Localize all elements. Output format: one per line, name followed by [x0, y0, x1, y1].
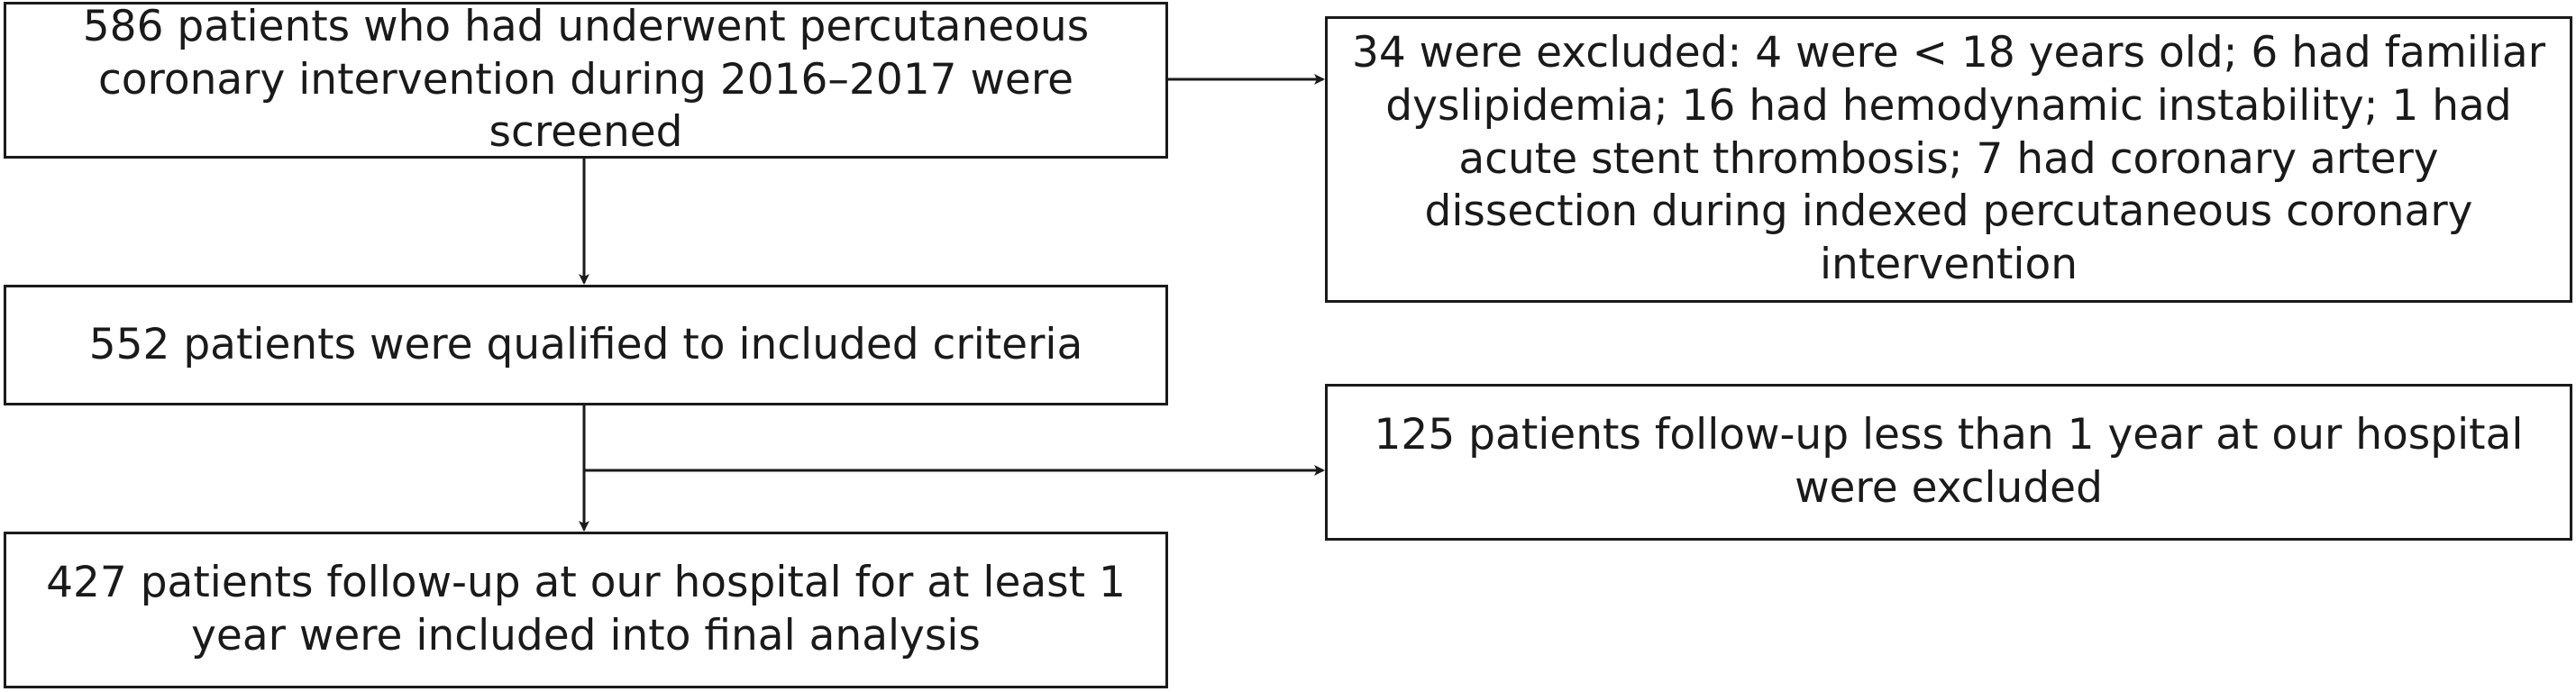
- excluded-criteria-box: 34 were excluded: 4 were < 18 years old;…: [1325, 16, 2572, 303]
- screened-box: 586 patients who had underwent percutane…: [4, 2, 1168, 159]
- qualified-text: 552 patients were qualified to included …: [88, 319, 1083, 369]
- final-analysis-text: 427 patients follow-up at our hospital f…: [46, 558, 1126, 660]
- excluded-followup-box: 125 patients follow-up less than 1 year …: [1325, 384, 2572, 541]
- screened-text: 586 patients who had underwent percutane…: [82, 1, 1090, 158]
- qualified-box: 552 patients were qualified to included …: [4, 285, 1168, 405]
- excluded-followup-text: 125 patients follow-up less than 1 year …: [1374, 410, 2524, 513]
- final-analysis-box: 427 patients follow-up at our hospital f…: [4, 532, 1168, 688]
- excluded-criteria-text: 34 were excluded: 4 were < 18 years old;…: [1351, 28, 2546, 290]
